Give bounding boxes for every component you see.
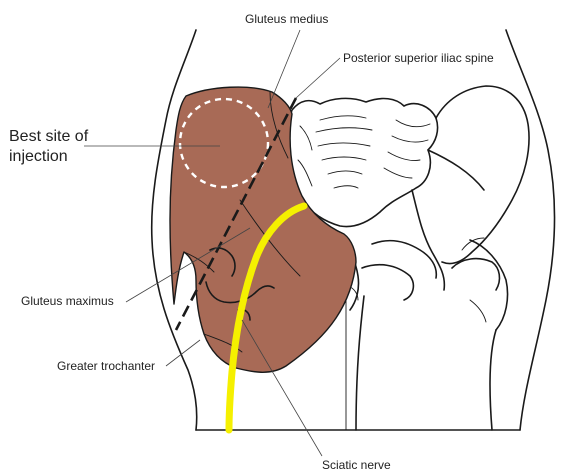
label-sciatic-nerve: Sciatic nerve: [322, 458, 391, 472]
label-injection-line2: injection: [9, 148, 68, 165]
label-psis: Posterior superior iliac spine: [343, 51, 494, 65]
label-gluteus-medius: Gluteus medius: [245, 12, 328, 26]
label-gluteus-maximus: Gluteus maximus: [21, 294, 114, 308]
label-injection-line1: Best site of: [9, 128, 89, 145]
label-greater-trochanter: Greater trochanter: [57, 359, 155, 373]
